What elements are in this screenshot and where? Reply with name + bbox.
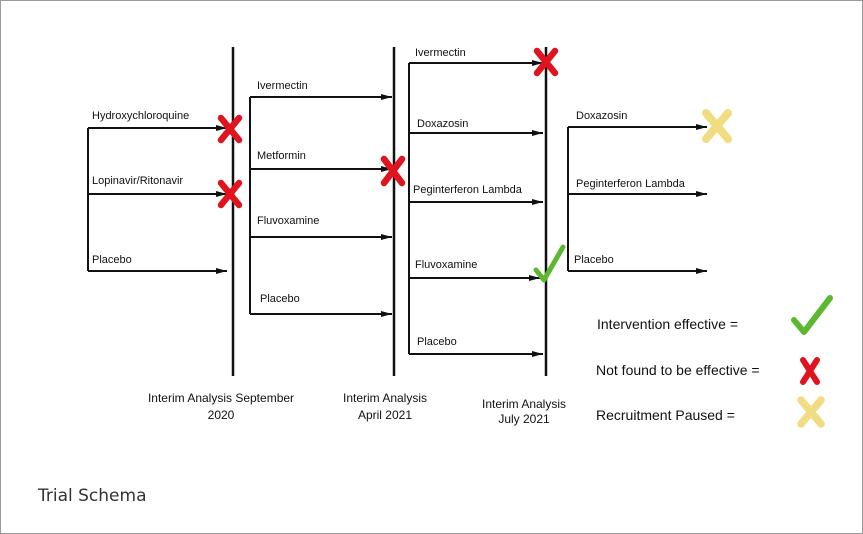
red-x-icon [380,155,406,187]
analysis-label-3-line-2: July 2021 [498,412,550,426]
stage-2-arm-1-label: Ivermectin [257,80,308,92]
legend-paused-label: Recruitment Paused = [596,407,735,423]
stage-2-arm-3-label: Fluvoxamine [257,215,319,227]
stage-3-arm-2-label: Doxazosin [417,118,468,130]
stage-1-arm-1-label: Hydroxychloroquine [92,110,189,122]
stage-3-arm-4-label: Fluvoxamine [415,259,477,271]
figure-caption: Trial Schema [38,486,147,506]
analysis-label-3-line-1: Interim Analysis [482,397,566,411]
legend-red-x-icon [800,357,820,385]
red-x-icon [217,114,243,144]
stage-2-arm-4-label: Placebo [260,293,300,305]
analysis-label-1-line-2: 2020 [208,408,235,422]
legend-yellow-x-icon [797,396,825,428]
yellow-x-icon [702,109,732,143]
analysis-label-2-line-2: April 2021 [358,408,412,422]
stage-4-arm-1-label: Doxazosin [576,110,627,122]
red-x-icon [217,179,243,209]
stage-1-arm-2-label: Lopinavir/Ritonavir [92,175,183,187]
green-check-icon [533,244,566,283]
analysis-label-1-line-1: Interim Analysis September [148,391,294,405]
stage-3-arm-3-label: Peginterferon Lambda [413,184,523,196]
stage-2-arm-2-label: Metformin [257,150,306,162]
stage-1-arm-3-label: Placebo [92,254,132,266]
legend-green-check-icon [791,295,833,335]
stage-3-arm-5-label: Placebo [417,336,457,348]
stage-4-arm-2-label: Peginterferon Lambda [576,178,686,190]
stage-4-arm-3-label: Placebo [574,254,614,266]
legend-not-effective-label: Not found to be effective = [596,362,760,378]
stage-3-arm-1-label: Ivermectin [415,47,466,59]
red-x-icon [533,47,559,77]
legend-effective-label: Intervention effective = [597,316,738,332]
analysis-label-2-line-1: Interim Analysis [343,391,427,405]
